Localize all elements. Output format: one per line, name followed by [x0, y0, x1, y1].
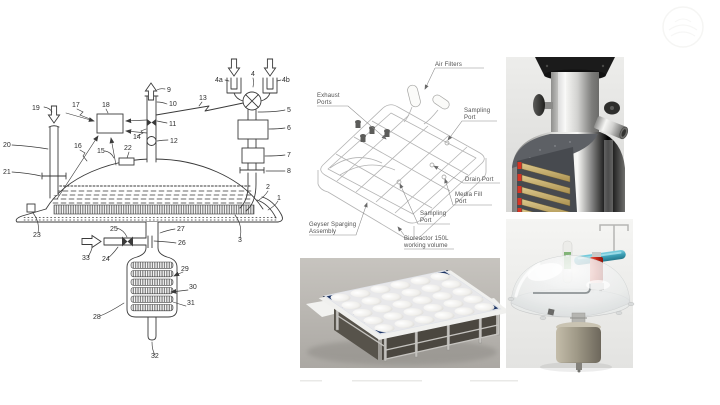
controller-box: [96, 113, 124, 134]
ref-9: 9: [167, 87, 171, 94]
ref-33: 33: [82, 255, 90, 262]
side-knob: [533, 94, 553, 116]
side-port: [594, 116, 629, 140]
callout-geyser-sparging-1: Geyser Sparging: [309, 222, 356, 228]
callout-sampling-port-bottom-2: Port: [420, 218, 432, 224]
ref-19: 19: [32, 105, 40, 112]
gas-arrow-4a: [227, 58, 241, 77]
ref-27: 27: [177, 226, 185, 233]
ref-3: 3: [238, 237, 242, 244]
bottom-canister: [540, 312, 612, 373]
ref-4a: 4a: [215, 77, 223, 84]
ref-32: 32: [151, 353, 159, 360]
callout-sampling-port-top-2: Port: [464, 115, 476, 121]
tray-table-render: [300, 258, 518, 382]
rim-tabs: [507, 297, 635, 321]
ref-20: 20: [3, 142, 11, 149]
ref-6: 6: [287, 125, 291, 132]
patent-schematic: 1 2 3 4 4a 4b 5 6 7 8 9 10 11 12 13 14 1…: [3, 58, 291, 360]
callout-sampling-port-bottom-1: Sampling: [420, 211, 446, 217]
filter-box-7: [241, 147, 265, 164]
callout-working-volume-2: working volume: [403, 243, 448, 249]
air-filter-capsules: [403, 84, 450, 125]
ref-13: 13: [199, 95, 207, 102]
ref-4: 4: [251, 71, 255, 78]
membrane-stack-cutaway: [517, 162, 571, 212]
flow-arrow-33: [81, 234, 102, 249]
ref-7: 7: [287, 152, 291, 159]
ref-8: 8: [287, 168, 291, 175]
ref-30: 30: [189, 284, 197, 291]
corner-port-23: [26, 203, 36, 213]
support-bracket: [599, 224, 629, 254]
ref-24: 24: [102, 256, 110, 263]
sensor-12: [146, 136, 157, 146]
watermark-logo: [662, 6, 704, 48]
ref-17: 17: [72, 102, 80, 109]
ref-16: 16: [74, 143, 82, 150]
ref-28: 28: [93, 314, 101, 321]
ref-26: 26: [178, 240, 186, 247]
well-tray: [318, 270, 511, 340]
ref-15: 15: [97, 148, 105, 155]
ref-14: 14: [133, 134, 141, 141]
gas-arrow-4b: [263, 58, 277, 77]
patent-leaders: [11, 77, 286, 356]
ref-25: 25: [110, 226, 118, 233]
ref-10: 10: [169, 101, 177, 108]
valve-25: [122, 236, 133, 247]
ref-23: 23: [33, 232, 41, 239]
callout-air-filters: Air Filters: [435, 62, 462, 68]
callout-media-fill-port-1: Media Fill: [455, 192, 482, 198]
saucer-vessel-render: [506, 219, 635, 373]
cutaway-vessel-render: [506, 57, 629, 212]
lattice: [335, 114, 469, 214]
membrane-band: [53, 204, 255, 215]
filter-box-6: [237, 119, 269, 140]
callout-exhaust-ports-2: Ports: [317, 100, 332, 106]
ref-5: 5: [287, 107, 291, 114]
cad-callouts: Air Filters Exhaust Ports Sampling Port …: [309, 62, 500, 250]
caption-remnant: [300, 380, 518, 382]
valve-11: [147, 119, 156, 126]
inlet-arrow-19: [47, 105, 61, 124]
callout-working-volume-1: Bioreactor 150L: [404, 236, 449, 242]
callout-media-fill-port-2: Port: [455, 199, 467, 205]
ref-11: 11: [169, 121, 176, 128]
ref-1: 1: [277, 195, 281, 202]
callout-geyser-sparging-2: Assembly: [309, 229, 336, 235]
ref-2: 2: [266, 184, 270, 191]
ref-12: 12: [170, 138, 178, 145]
cad-wireframe-bioreactor: Air Filters Exhaust Ports Sampling Port …: [309, 62, 500, 250]
ref-31: 31: [187, 300, 195, 307]
ref-22: 22: [124, 145, 132, 152]
culture-wells: [330, 272, 495, 333]
callout-drain-port: Drain Port: [465, 177, 494, 183]
ref-29: 29: [181, 266, 189, 273]
ref-18: 18: [102, 102, 110, 109]
callout-exhaust-ports-1: Exhaust: [317, 93, 340, 99]
callout-sampling-port-top-1: Sampling: [464, 108, 490, 114]
ref-21: 21: [3, 169, 11, 176]
port-fittings: [355, 120, 450, 185]
ref-4b: 4b: [282, 77, 290, 84]
patent-numerals: 1 2 3 4 4a 4b 5 6 7 8 9 10 11 12 13 14 1…: [3, 71, 291, 360]
dome-sensor-22: [118, 157, 135, 166]
